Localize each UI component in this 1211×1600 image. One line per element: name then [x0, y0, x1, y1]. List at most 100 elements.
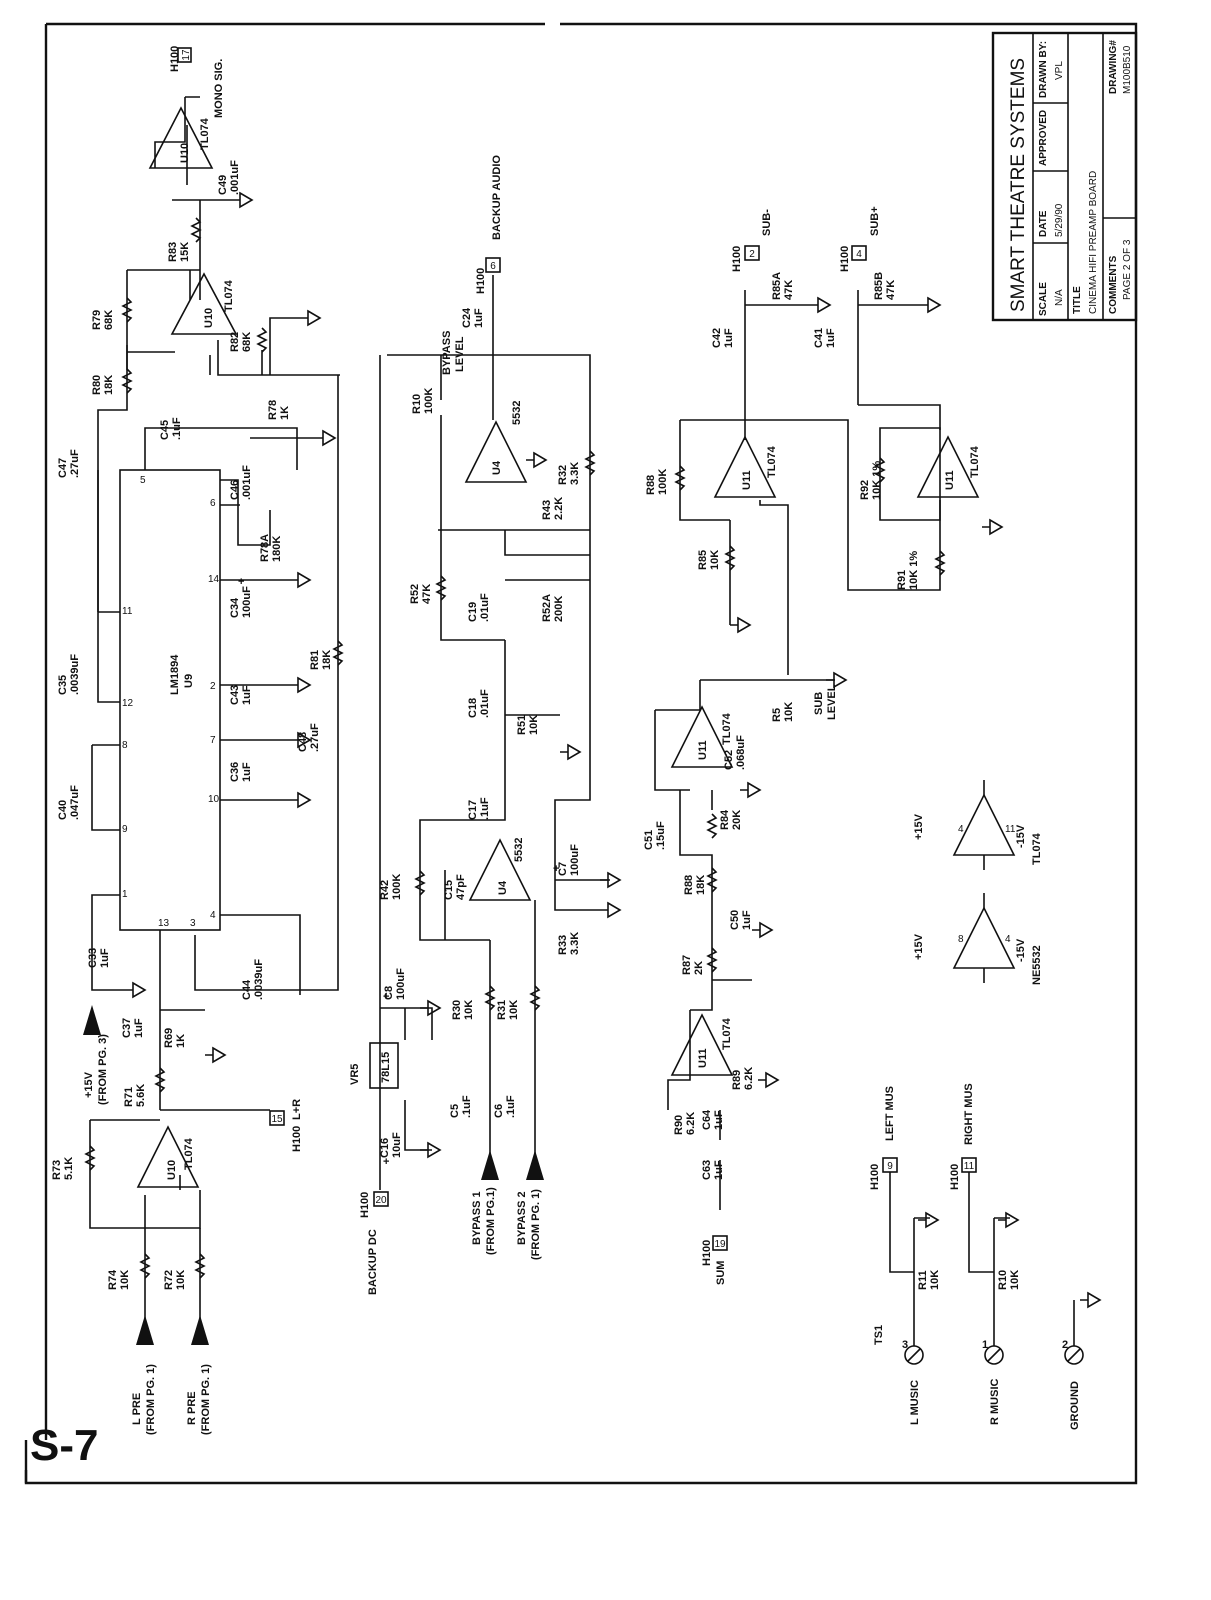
svg-text:+15V: +15V	[913, 813, 925, 840]
svg-text:SUB-: SUB-	[761, 209, 773, 236]
component-value: .15uF	[655, 821, 667, 850]
component-ref: R30	[451, 1000, 463, 1020]
component-ref: R52A	[541, 594, 553, 622]
svg-text:20: 20	[375, 1195, 387, 1206]
component-value: 10uF	[391, 1132, 403, 1158]
component-value: .1uF	[505, 1095, 517, 1118]
component-value: 100K	[391, 874, 403, 900]
ic-labels: TL074 U10 TL074 U10 LM1894 U9 TL074 U10 …	[166, 117, 1043, 1180]
component-value: .0039uF	[69, 654, 81, 695]
title-label: TITLE	[1072, 286, 1083, 314]
component-ref: C63	[701, 1160, 713, 1180]
svg-text:+: +	[238, 576, 244, 588]
component-ref: R69	[163, 1028, 175, 1048]
component-c51: C51.15uF	[643, 821, 667, 850]
u10-top-opamp	[148, 106, 214, 169]
resistor-symbols	[84, 217, 946, 1279]
component-ref: R85	[697, 550, 709, 570]
component-value: 5.1K	[63, 1157, 75, 1180]
component-ref: R81	[309, 650, 321, 670]
component-value: 10K	[119, 1270, 131, 1290]
component-ref: C16	[379, 1138, 391, 1158]
component-ref: C8	[383, 986, 395, 1000]
component-ref: R82	[229, 332, 241, 352]
component-value: 1uF	[473, 308, 485, 328]
component-value: .1uF	[479, 797, 491, 820]
date-value: 5/29/90	[1054, 203, 1065, 237]
terminal-h100-4: 4 H100 SUB+	[839, 206, 881, 272]
component-value: 15K	[179, 242, 191, 262]
svg-text:-15V: -15V	[1015, 824, 1027, 848]
svg-text:8: 8	[122, 740, 128, 751]
component-value: 3.3K	[569, 462, 581, 485]
lpre-arrow	[136, 1315, 154, 1345]
svg-text:NE5532: NE5532	[1031, 945, 1043, 985]
component-ref: C50	[729, 910, 741, 930]
component-value: 1uF	[825, 328, 837, 348]
svg-text:H100: H100	[359, 1192, 371, 1218]
drawing-number-value: M100B510	[1122, 45, 1133, 94]
component-ref: C46	[229, 480, 241, 500]
svg-text:6: 6	[490, 261, 496, 272]
component-value: 100K	[423, 388, 435, 414]
scale-label: SCALE	[1038, 282, 1049, 316]
input-arrows	[83, 1005, 544, 1345]
component-ref: C36	[229, 762, 241, 782]
comments-value: PAGE 2 OF 3	[1122, 239, 1133, 300]
terminal-h100-6: 6 H100 BACKUP AUDIO	[475, 155, 503, 294]
component-ref: R91	[896, 570, 908, 590]
component-ref: R92	[859, 480, 871, 500]
component-value: 1K	[279, 406, 291, 420]
component-ref: C43	[229, 685, 241, 705]
svg-text:H100: H100	[731, 246, 743, 272]
svg-text:TL074: TL074	[766, 445, 778, 478]
component-value: 1uF	[133, 1018, 145, 1038]
component-ref: C41	[813, 328, 825, 348]
u10-mid-opamp	[170, 272, 238, 335]
component-c49: C49.001uF	[217, 160, 241, 195]
svg-text:BACKUP DC: BACKUP DC	[367, 1229, 379, 1295]
component-value: 100uF	[241, 586, 253, 618]
rpre-arrow	[191, 1315, 209, 1345]
u11-sub-plus-opamp	[916, 435, 980, 498]
component-value: 6.2K	[743, 1067, 755, 1090]
svg-text:9: 9	[122, 824, 128, 835]
component-value: 100uF	[569, 844, 581, 876]
component-value: 10K	[783, 702, 795, 722]
svg-text:3: 3	[190, 918, 196, 929]
svg-text:H100: H100	[869, 1164, 881, 1190]
component-value: 47K	[783, 280, 795, 300]
svg-text:+: +	[383, 991, 389, 1003]
component-c40: C40.047uF	[57, 785, 81, 820]
component-value: 1uF	[723, 328, 735, 348]
svg-text:+15V: +15V	[913, 933, 925, 960]
component-value: 10K	[709, 550, 721, 570]
title-value: CINEMA HIFI PREAMP BOARD	[1088, 171, 1099, 314]
component-value: 10K	[1009, 1270, 1021, 1290]
component-ref: C15	[443, 880, 455, 900]
component-ref: R90	[673, 1115, 685, 1135]
bypass2-arrow	[526, 1150, 544, 1180]
component-value: .1uF	[171, 417, 183, 440]
component-value: 10K	[508, 1000, 520, 1020]
u10-bottom-opamp	[136, 1125, 200, 1188]
svg-text:13: 13	[158, 918, 170, 929]
component-ref: R85B	[873, 272, 885, 300]
component-ref: R42	[379, 880, 391, 900]
terminal-h100-15: 15 L+R H100	[269, 1099, 303, 1152]
